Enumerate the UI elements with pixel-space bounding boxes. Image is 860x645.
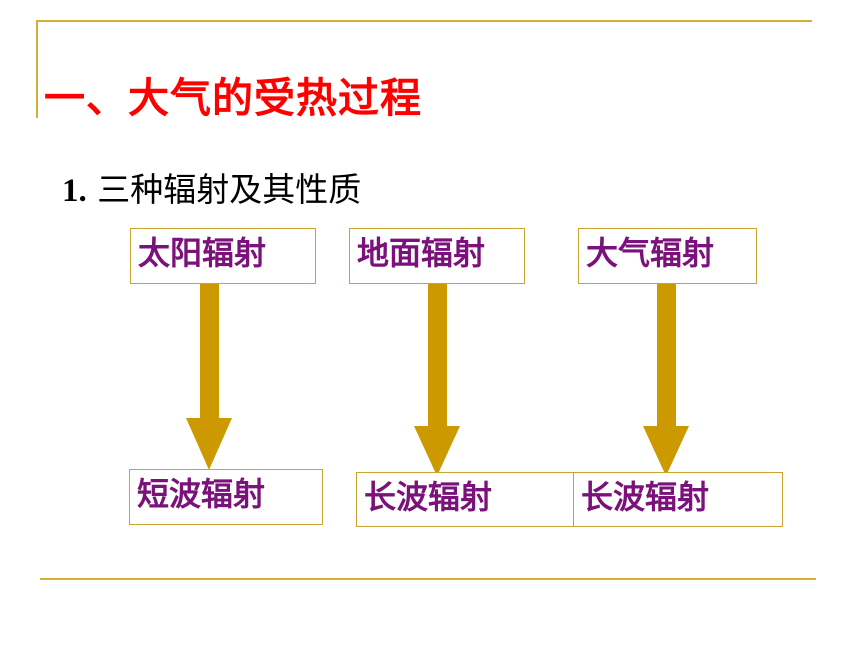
top-left-vertical-rule: [36, 20, 38, 118]
atmospheric-radiation-box: 大气辐射: [578, 228, 757, 284]
top-horizontal-rule: [36, 20, 812, 22]
longwave-radiation-box-ground: 长波辐射: [356, 472, 574, 527]
down-arrow-atmosphere: [643, 275, 689, 476]
down-arrow-solar: [186, 275, 232, 470]
down-arrow-ground: [414, 275, 460, 476]
section-heading-text: 三种辐射及其性质: [97, 170, 362, 209]
bottom-horizontal-rule: [40, 578, 816, 580]
ground-radiation-box: 地面辐射: [349, 228, 525, 284]
section-heading: 1. 三种辐射及其性质: [62, 163, 361, 211]
longwave-radiation-box-atmosphere: 长波辐射: [573, 472, 783, 527]
page-title: 一、大气的受热过程: [44, 74, 422, 122]
solar-radiation-box: 太阳辐射: [130, 228, 316, 284]
section-number: 1.: [62, 173, 87, 209]
shortwave-radiation-box: 短波辐射: [129, 469, 323, 525]
